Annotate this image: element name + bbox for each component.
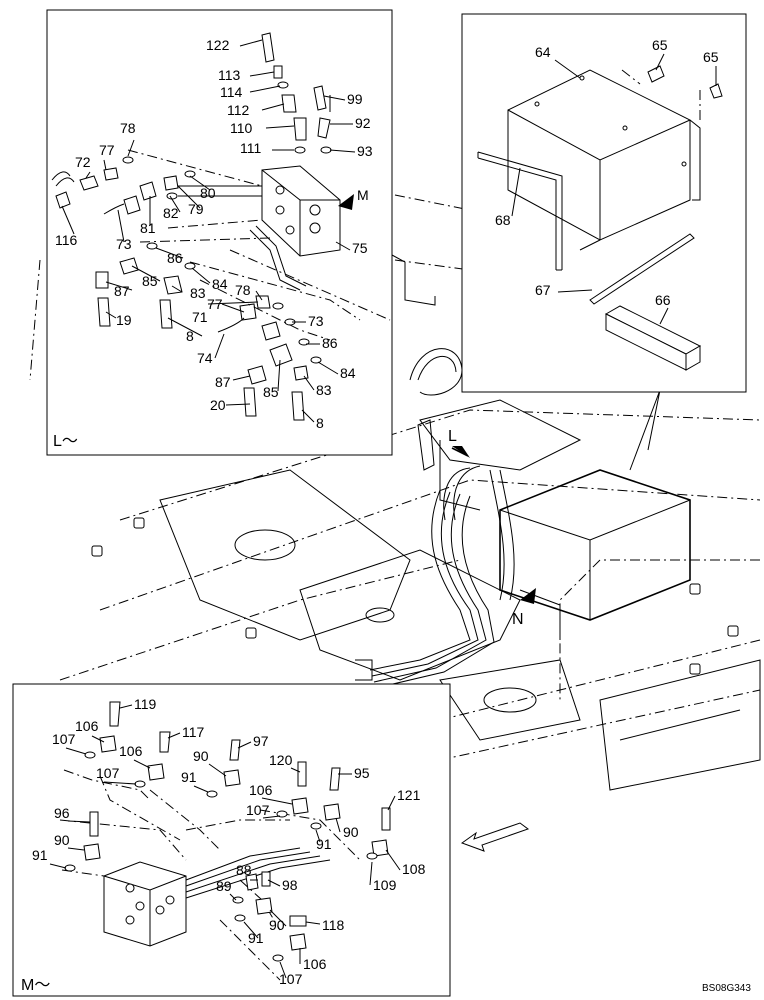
callout-label: 95 <box>354 765 370 781</box>
view-marker-N: N <box>512 588 536 628</box>
callouts-cover: 64 65 65 68 67 66 <box>495 37 719 325</box>
callout-label: 90 <box>54 832 70 848</box>
callout-label: 114 <box>220 84 243 100</box>
callout-label: 116 <box>55 232 78 248</box>
callout-label: 77 <box>99 142 115 158</box>
callout-label: 72 <box>75 154 91 170</box>
callout-label: 66 <box>655 292 671 308</box>
callout-label: 71 <box>192 309 208 325</box>
svg-text:L: L <box>448 428 457 445</box>
callout-label: 106 <box>249 782 273 798</box>
callout-label: 110 <box>230 120 253 136</box>
callout-label: 83 <box>316 382 332 398</box>
callout-label: 79 <box>188 201 204 217</box>
callout-label: 121 <box>397 787 421 803</box>
detail-frame-L: L～ M <box>46 9 393 456</box>
callout-label: 87 <box>114 283 130 299</box>
callout-label: 91 <box>181 769 197 785</box>
callout-label: 120 <box>269 752 293 768</box>
callout-label: 84 <box>212 276 228 292</box>
callout-label: 20 <box>210 397 226 413</box>
callout-label: 107 <box>246 802 270 818</box>
callout-label: 92 <box>355 115 371 131</box>
callout-label: 109 <box>373 877 397 893</box>
callout-label: 98 <box>282 877 298 893</box>
callout-label: 90 <box>269 917 285 933</box>
view-marker-L: L <box>448 428 470 458</box>
callout-label: 86 <box>167 250 183 266</box>
frame-L-label: L～ <box>53 433 78 450</box>
callout-label: 86 <box>322 335 338 351</box>
callout-label: 107 <box>279 971 303 987</box>
callout-label: 80 <box>200 185 216 201</box>
callout-label: 90 <box>343 824 359 840</box>
callout-label: 112 <box>227 102 250 118</box>
callout-label: 64 <box>535 44 551 60</box>
callout-label: 74 <box>197 350 213 366</box>
callout-label: 65 <box>703 49 719 65</box>
callout-label: 73 <box>308 313 324 329</box>
callout-label: 122 <box>206 37 230 53</box>
callout-label: 107 <box>96 765 120 781</box>
callout-label: 82 <box>163 205 179 221</box>
main-frame-assembly <box>29 194 761 852</box>
callout-label: 106 <box>119 743 143 759</box>
detail-frame-cover <box>461 13 747 393</box>
callout-label: 96 <box>54 805 70 821</box>
callout-label: 65 <box>652 37 668 53</box>
callout-label: 119 <box>134 696 157 712</box>
callout-label: 85 <box>142 273 158 289</box>
drawing-code: BS08G343 <box>702 983 751 994</box>
callout-label: 89 <box>216 878 232 894</box>
callout-label: 93 <box>357 143 373 159</box>
callout-label: 99 <box>347 91 363 107</box>
svg-text:N: N <box>512 611 524 628</box>
view-marker-M: M <box>357 187 369 203</box>
callout-label: 111 <box>240 140 261 156</box>
callout-label: 117 <box>182 724 205 740</box>
callouts-M: 119 106 117 107 106 97 90 120 95 107 91 … <box>32 696 426 987</box>
callout-label: 97 <box>253 733 269 749</box>
callout-label: 106 <box>303 956 327 972</box>
callout-label: 88 <box>236 862 252 878</box>
callout-label: 78 <box>235 282 251 298</box>
callout-label: 73 <box>116 236 132 252</box>
callout-label: 67 <box>535 282 551 298</box>
callout-label: 87 <box>215 374 231 390</box>
callout-label: 91 <box>248 930 264 946</box>
callout-label: 78 <box>120 120 136 136</box>
callouts-L: 122 113 114 112 99 110 92 111 93 78 77 7… <box>55 37 373 431</box>
callout-label: 108 <box>402 861 426 877</box>
callout-label: 81 <box>140 220 156 236</box>
callout-label: 19 <box>116 312 132 328</box>
frame-M-label: M～ <box>21 977 50 994</box>
callout-label: 113 <box>218 67 241 83</box>
callout-label: 75 <box>352 240 368 256</box>
callout-label: 118 <box>322 917 345 933</box>
callout-label: 85 <box>263 384 279 400</box>
callout-label: 107 <box>52 731 76 747</box>
callout-label: 8 <box>316 415 324 431</box>
callout-label: 68 <box>495 212 511 228</box>
callout-label: 91 <box>32 847 48 863</box>
callout-label: 91 <box>316 836 332 852</box>
callout-label: 90 <box>193 748 209 764</box>
detail-frame-M: M～ <box>12 683 451 997</box>
callout-label: 84 <box>340 365 356 381</box>
callout-label: 106 <box>75 718 99 734</box>
callout-label: 8 <box>186 328 194 344</box>
callout-label: 83 <box>190 285 206 301</box>
